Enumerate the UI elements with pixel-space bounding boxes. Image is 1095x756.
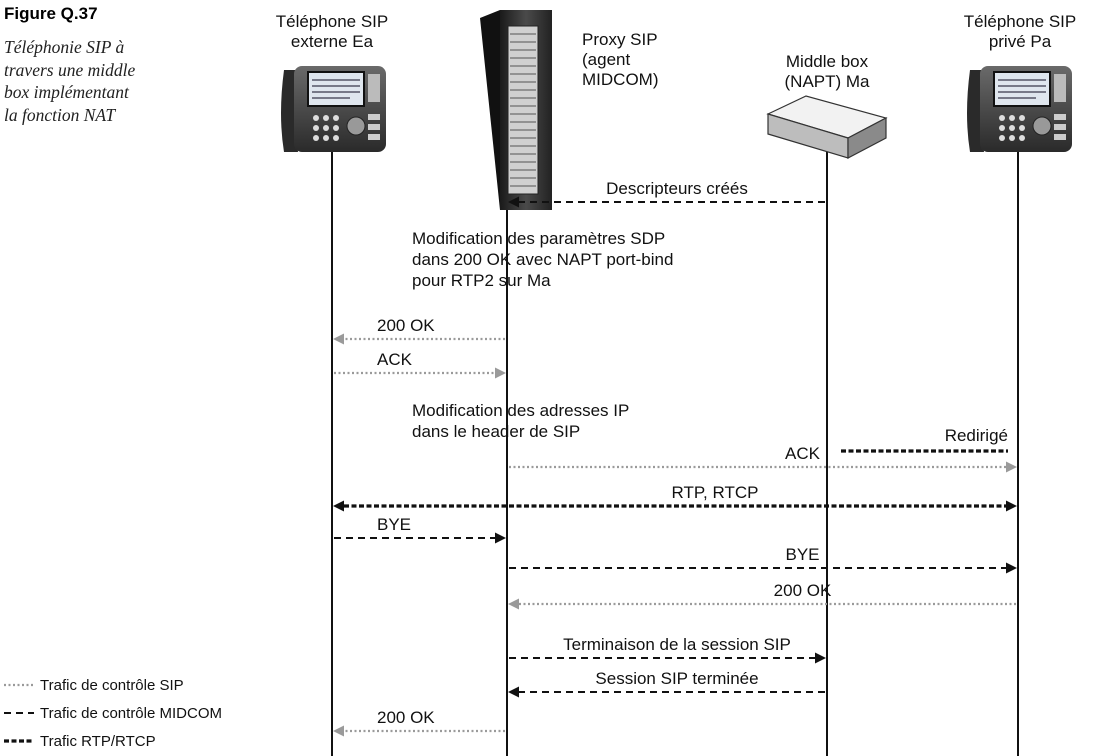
legend-label: Trafic de contrôle SIP (40, 677, 184, 694)
message-2: 200 OK (333, 316, 505, 345)
arrowhead (495, 532, 506, 544)
message-3: ACK (334, 350, 506, 379)
message-label: BYE (785, 545, 819, 564)
caption-line: Téléphonie SIP à (4, 37, 125, 57)
message-1: Descripteurs créés (508, 179, 825, 208)
arrowhead (333, 725, 344, 737)
lifelines (331, 150, 1019, 756)
server-tower-icon (480, 10, 552, 210)
message-label: ACK (785, 444, 821, 463)
figure-title: Figure Q.37 (4, 4, 98, 23)
message-9: 200 OK (508, 581, 1016, 610)
arrowhead (815, 652, 826, 664)
arrowhead (508, 686, 519, 698)
message-10: Terminaison de la session SIP (509, 635, 826, 664)
message-label: RTP, RTCP (672, 483, 759, 502)
ip-phone-icon (967, 66, 1072, 152)
message-label: BYE (377, 515, 411, 534)
arrowhead (495, 367, 506, 379)
entity-label-proxy: Proxy SIP (agent MIDCOM) (582, 30, 659, 89)
message-11: Session SIP terminée (508, 669, 825, 698)
message-label: ACK (377, 350, 413, 369)
caption-line: travers une middle (4, 59, 136, 80)
legend-label: Trafic de contrôle MIDCOM (40, 705, 222, 722)
legend-item-sip: Trafic de contrôle SIP (4, 677, 184, 694)
message-label: Redirigé (945, 426, 1008, 445)
entity-label-ea: Téléphone SIP externe Ea (275, 12, 389, 51)
figure-caption: Téléphonie SIP à travers une middle box … (4, 36, 194, 126)
message-4: Redirigé (841, 426, 1008, 453)
network-box-icon (766, 95, 888, 159)
legend: Trafic de contrôle SIP Trafic de contrôle… (4, 677, 222, 750)
message-label: Session SIP terminée (595, 669, 758, 688)
caption-line: la fonction NAT (4, 104, 116, 125)
legend-item-rtp: Trafic RTP/RTCP (4, 733, 156, 750)
entity-label-pa: Téléphone SIP privé Pa (963, 12, 1077, 51)
note-ip-modification: Modification des adresses IP dans le hea… (412, 401, 630, 441)
message-label: 200 OK (377, 316, 435, 335)
caption-line: box implémentant (4, 82, 129, 102)
arrowhead (508, 598, 519, 610)
entity-label-ma: Middle box (NAPT) Ma (784, 52, 870, 91)
arrowhead (333, 500, 344, 512)
ip-phone-icon (281, 66, 386, 152)
message-8: BYE (509, 545, 1017, 574)
arrowhead (1006, 500, 1017, 512)
legend-label: Trafic RTP/RTCP (40, 733, 156, 750)
message-label: Terminaison de la session SIP (563, 635, 791, 654)
arrowhead (1006, 562, 1017, 574)
arrowhead (333, 333, 344, 345)
legend-item-midcom: Trafic de contrôle MIDCOM (4, 705, 222, 722)
arrowhead (508, 196, 519, 208)
message-5: ACK (509, 444, 1017, 473)
message-7: BYE (334, 515, 506, 544)
message-label: Descripteurs créés (606, 179, 748, 198)
message-6: RTP, RTCP (333, 483, 1017, 512)
arrowhead (1006, 461, 1017, 473)
message-12: 200 OK (333, 708, 505, 737)
note-sdp-modification: Modification des paramètres SDP dans 200… (412, 229, 674, 290)
message-label: 200 OK (774, 581, 832, 600)
message-label: 200 OK (377, 708, 435, 727)
